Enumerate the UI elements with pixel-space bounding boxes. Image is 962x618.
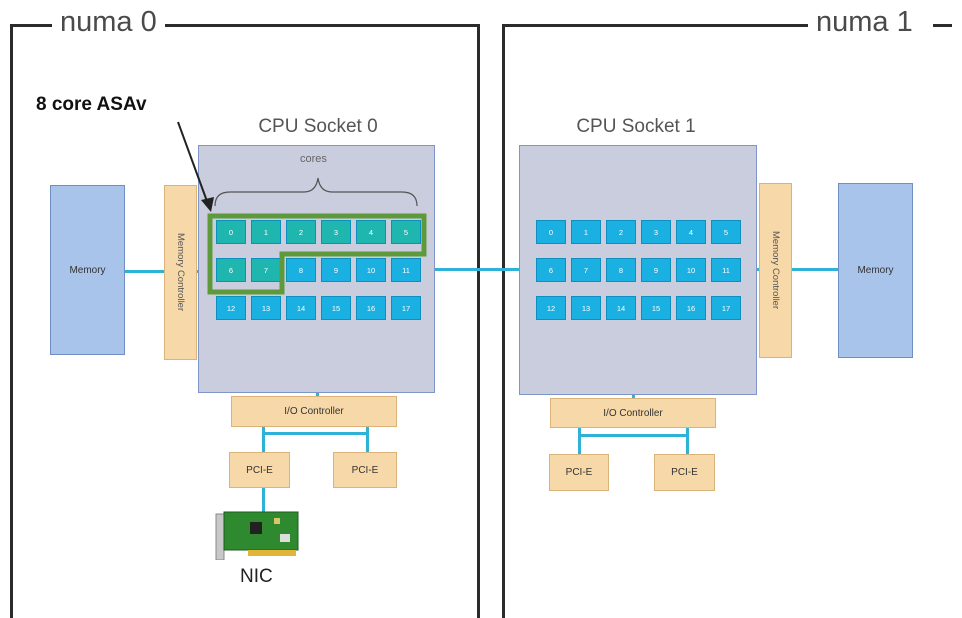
numa0-core-15: 15 bbox=[321, 296, 351, 320]
numa0-core-4: 4 bbox=[356, 220, 386, 244]
numa0-core-17: 17 bbox=[391, 296, 421, 320]
memory-controller-1-label: Memory Controller bbox=[770, 231, 781, 310]
numa1-core-14: 14 bbox=[606, 296, 636, 320]
pcie-slot-0-right: PCI-E bbox=[333, 452, 397, 488]
cpu-socket-1-label: CPU Socket 1 bbox=[576, 116, 696, 137]
numa0-core-3: 3 bbox=[321, 220, 351, 244]
numa1-core-8: 8 bbox=[606, 258, 636, 282]
numa-1-region bbox=[502, 24, 952, 618]
cores-brace bbox=[214, 177, 418, 207]
memory-link-0 bbox=[124, 270, 164, 273]
io-controller-0: I/O Controller bbox=[231, 396, 397, 427]
pcie-0-left-label: PCI-E bbox=[246, 464, 273, 476]
numa0-core-16: 16 bbox=[356, 296, 386, 320]
numa1-core-17: 17 bbox=[711, 296, 741, 320]
numa0-core-2: 2 bbox=[286, 220, 316, 244]
arrow-icon bbox=[177, 121, 214, 212]
memory-1: Memory bbox=[838, 183, 913, 358]
numa0-core-11: 11 bbox=[391, 258, 421, 282]
cpu-socket-0-label: CPU Socket 0 bbox=[258, 116, 378, 137]
numa-0-title: numa 0 bbox=[52, 6, 165, 38]
nic-label: NIC bbox=[240, 566, 273, 587]
numa-1-title: numa 1 bbox=[808, 6, 933, 38]
numa0-core-14: 14 bbox=[286, 296, 316, 320]
memory-1-label: Memory bbox=[857, 265, 894, 276]
io-link-0 bbox=[316, 390, 319, 398]
pcie-1-left-label: PCI-E bbox=[565, 467, 593, 478]
io-bus-0 bbox=[262, 432, 369, 435]
memory-controller-0-label: Memory Controller bbox=[175, 233, 186, 312]
pcie-0-right-label: PCI-E bbox=[351, 464, 379, 476]
numa0-core-6: 6 bbox=[216, 258, 246, 282]
io-link-1 bbox=[632, 392, 635, 398]
numa0-core-13: 13 bbox=[251, 296, 281, 320]
pcie-slot-1-left: PCI-E bbox=[549, 454, 609, 491]
pcie-link-0-left bbox=[262, 426, 265, 452]
memory-controller-0: Memory Controller bbox=[164, 185, 197, 360]
numa0-core-9: 9 bbox=[321, 258, 351, 282]
pcie-slot-1-right: PCI-E bbox=[654, 454, 715, 491]
numa1-core-13: 13 bbox=[571, 296, 601, 320]
numa0-core-0: 0 bbox=[216, 220, 246, 244]
pcie-link-1-right bbox=[686, 428, 689, 454]
numa0-core-12: 12 bbox=[216, 296, 246, 320]
pcie-1-right-label: PCI-E bbox=[671, 467, 698, 478]
numa1-core-3: 3 bbox=[641, 220, 671, 244]
io-controller-0-label: I/O Controller bbox=[284, 406, 344, 417]
memory-link-1 bbox=[792, 268, 838, 271]
io-controller-1-label: I/O Controller bbox=[603, 407, 663, 419]
asav-selection-outline bbox=[207, 213, 427, 295]
io-controller-1: I/O Controller bbox=[550, 398, 716, 428]
io-bus-1 bbox=[578, 434, 688, 437]
numa1-core-1: 1 bbox=[571, 220, 601, 244]
numa-0-region bbox=[10, 24, 480, 618]
cores-label: cores bbox=[300, 153, 327, 165]
numa1-core-16: 16 bbox=[676, 296, 706, 320]
numa0-core-8: 8 bbox=[286, 258, 316, 282]
memory-0: Memory bbox=[50, 185, 125, 355]
numa0-core-5: 5 bbox=[391, 220, 421, 244]
network-card-icon bbox=[215, 511, 299, 560]
numa1-core-12: 12 bbox=[536, 296, 566, 320]
numa1-core-5: 5 bbox=[711, 220, 741, 244]
numa1-core-9: 9 bbox=[641, 258, 671, 282]
numa1-core-0: 0 bbox=[536, 220, 566, 244]
memory-0-label: Memory bbox=[69, 264, 106, 276]
numa1-core-2: 2 bbox=[606, 220, 636, 244]
numa0-core-10: 10 bbox=[356, 258, 386, 282]
numa1-core-7: 7 bbox=[571, 258, 601, 282]
numa1-core-6: 6 bbox=[536, 258, 566, 282]
numa0-core-7: 7 bbox=[251, 258, 281, 282]
controller-link-1 bbox=[754, 268, 760, 271]
numa1-core-4: 4 bbox=[676, 220, 706, 244]
numa1-core-11: 11 bbox=[711, 258, 741, 282]
numa0-core-1: 1 bbox=[251, 220, 281, 244]
numa1-core-15: 15 bbox=[641, 296, 671, 320]
asav-label: 8 core ASAv bbox=[36, 94, 147, 115]
pcie-slot-0-left: PCI-E bbox=[229, 452, 290, 488]
pcie-link-0-right bbox=[366, 426, 369, 452]
memory-controller-1: Memory Controller bbox=[759, 183, 792, 358]
pcie-link-1-left bbox=[578, 428, 581, 454]
numa1-core-10: 10 bbox=[676, 258, 706, 282]
nic-link bbox=[262, 488, 265, 512]
socket-interconnect bbox=[434, 268, 520, 271]
